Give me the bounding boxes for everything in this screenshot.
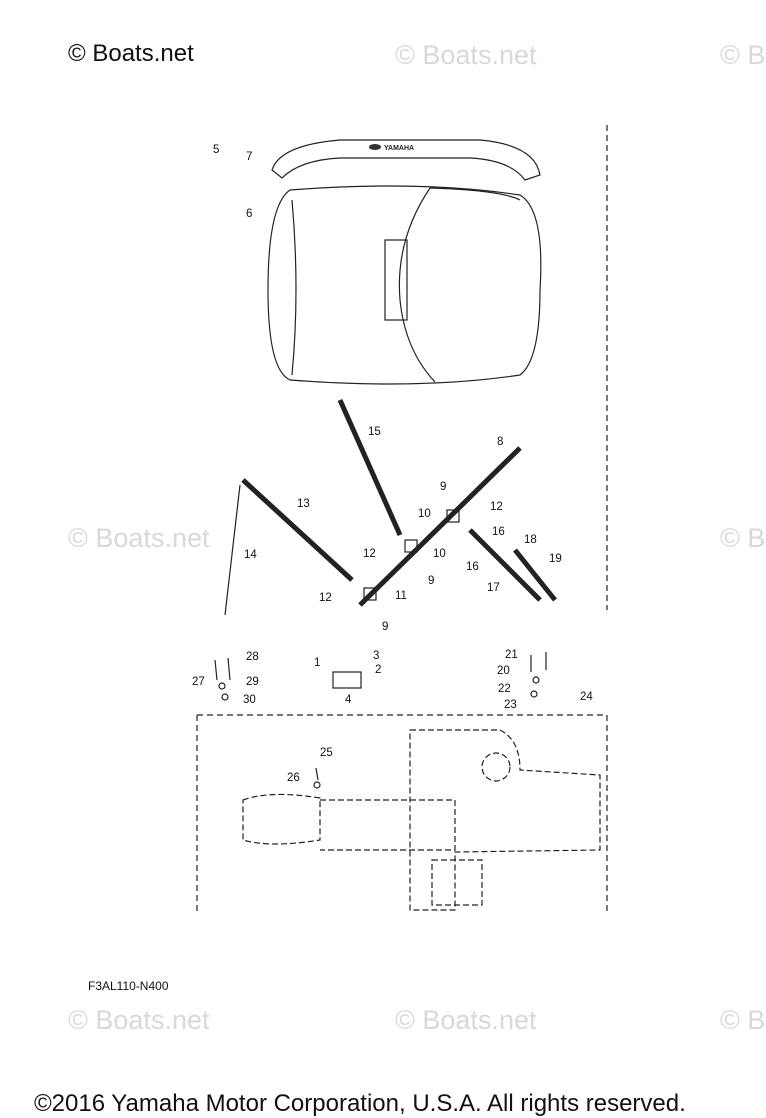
screws	[530, 652, 547, 672]
callout-12: 12	[490, 501, 503, 513]
cover-seam	[398, 187, 436, 383]
callout-26: 26	[287, 772, 300, 784]
pole-16	[468, 528, 542, 602]
callout-9: 9	[428, 575, 434, 587]
callout-10: 10	[433, 548, 446, 560]
cover-seam	[429, 187, 521, 201]
joint-11	[363, 587, 377, 601]
callout-11: 11	[395, 590, 407, 602]
callout-9: 9	[382, 621, 388, 633]
callout-25: 25	[320, 747, 333, 759]
callout-14: 14	[244, 549, 257, 561]
yamaha-logo-icon	[369, 144, 381, 150]
callout-9: 9	[440, 481, 446, 493]
bracket-part	[332, 671, 362, 689]
watermark: © B	[720, 523, 766, 553]
pole-17	[513, 548, 557, 602]
callout-3: 3	[373, 650, 379, 662]
part-code: F3AL110-N400	[88, 979, 169, 993]
callout-7: 7	[246, 151, 252, 163]
callout-22: 22	[498, 683, 511, 695]
callout-29: 29	[246, 676, 259, 688]
callout-8: 8	[497, 436, 503, 448]
watermark: © Boats.net	[68, 523, 210, 553]
hull-hatch	[481, 752, 511, 782]
callout-12: 12	[363, 548, 376, 560]
washer	[313, 781, 321, 789]
cover-pocket	[384, 239, 408, 321]
callout-12: 12	[319, 592, 332, 604]
logo-text: YAMAHA	[384, 145, 414, 152]
watermark: © B	[720, 1005, 766, 1035]
callout-4: 4	[345, 694, 352, 706]
pole-8	[358, 446, 522, 607]
callout-17: 17	[487, 582, 500, 594]
watermark: © B	[720, 40, 766, 70]
callout-5: 5	[213, 144, 219, 156]
callout-27: 27	[192, 676, 205, 688]
pole-13	[241, 478, 354, 582]
callout-1: 1	[314, 657, 320, 669]
callout-20: 20	[497, 665, 510, 677]
cover-seam	[291, 199, 297, 376]
cover-strap-part	[271, 139, 541, 181]
callout-6: 6	[246, 208, 252, 220]
strap-14	[224, 484, 241, 616]
callout-18: 18	[524, 534, 537, 546]
joint-10	[446, 509, 460, 523]
hull-outline	[409, 729, 601, 911]
washer	[532, 676, 540, 684]
cover-part	[267, 185, 542, 385]
screws	[214, 657, 231, 681]
watermark: © Boats.net	[395, 1005, 537, 1035]
callout-15: 15	[368, 426, 381, 438]
callout-10: 10	[418, 508, 431, 520]
washer	[221, 693, 229, 701]
pole-15	[337, 398, 403, 537]
callout-19: 19	[549, 553, 562, 565]
callout-24: 24	[580, 691, 593, 703]
washer	[530, 690, 538, 698]
callout-28: 28	[246, 651, 259, 663]
callout-13: 13	[297, 498, 310, 510]
joint-10	[404, 539, 418, 553]
washer	[218, 682, 226, 690]
hull-outline	[320, 799, 456, 851]
callout-23: 23	[504, 699, 517, 711]
callout-30: 30	[243, 694, 256, 706]
screw-part	[315, 767, 319, 781]
copyright-footer: ©2016 Yamaha Motor Corporation, U.S.A. A…	[34, 1090, 686, 1117]
callout-21: 21	[505, 649, 518, 661]
hull-outline	[431, 859, 483, 906]
watermark: © Boats.net	[395, 40, 537, 70]
hull-outline	[242, 793, 321, 845]
callout-16: 16	[492, 526, 505, 538]
watermark: © Boats.net	[68, 1005, 210, 1035]
boats-net-copyright: © Boats.net	[68, 40, 194, 67]
callout-16: 16	[466, 561, 479, 573]
callout-2: 2	[375, 664, 381, 676]
